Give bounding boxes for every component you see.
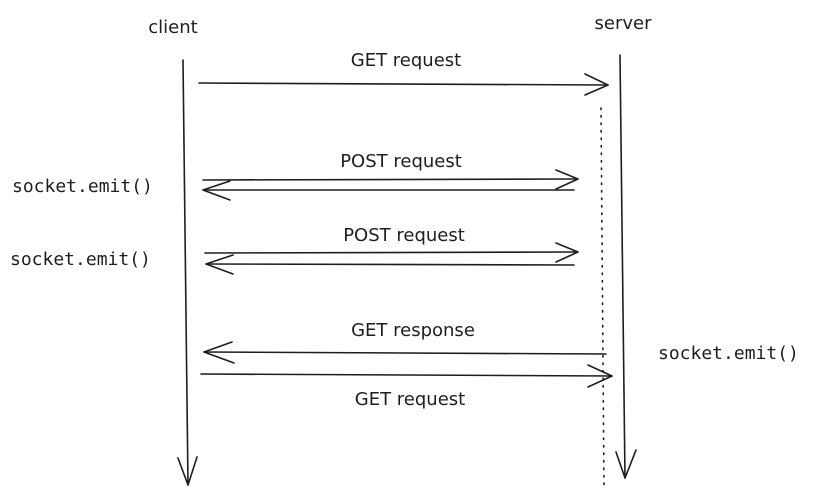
message-label: GET response <box>351 320 475 341</box>
side-note-socket-emit: socket.emit() <box>12 176 153 197</box>
message-label: POST request <box>343 225 465 246</box>
message-label: GET request <box>355 389 465 410</box>
message-arrow-client-to-server <box>198 73 609 96</box>
message-label: POST request <box>340 151 462 172</box>
server-processing-dotted-line <box>600 107 605 491</box>
server-label: server <box>595 13 653 34</box>
side-note-socket-emit: socket.emit() <box>10 249 151 270</box>
message-arrow-client-to-server <box>200 364 613 388</box>
client-lifeline <box>177 59 198 486</box>
client-label: client <box>148 17 197 38</box>
side-note-socket-emit: socket.emit() <box>658 343 799 364</box>
message-label: GET request <box>351 50 461 71</box>
message-arrow-bidirectional <box>204 242 579 275</box>
message-arrow-bidirectional <box>202 169 579 201</box>
message-arrow-server-to-client <box>203 341 607 364</box>
server-lifeline <box>615 54 637 479</box>
